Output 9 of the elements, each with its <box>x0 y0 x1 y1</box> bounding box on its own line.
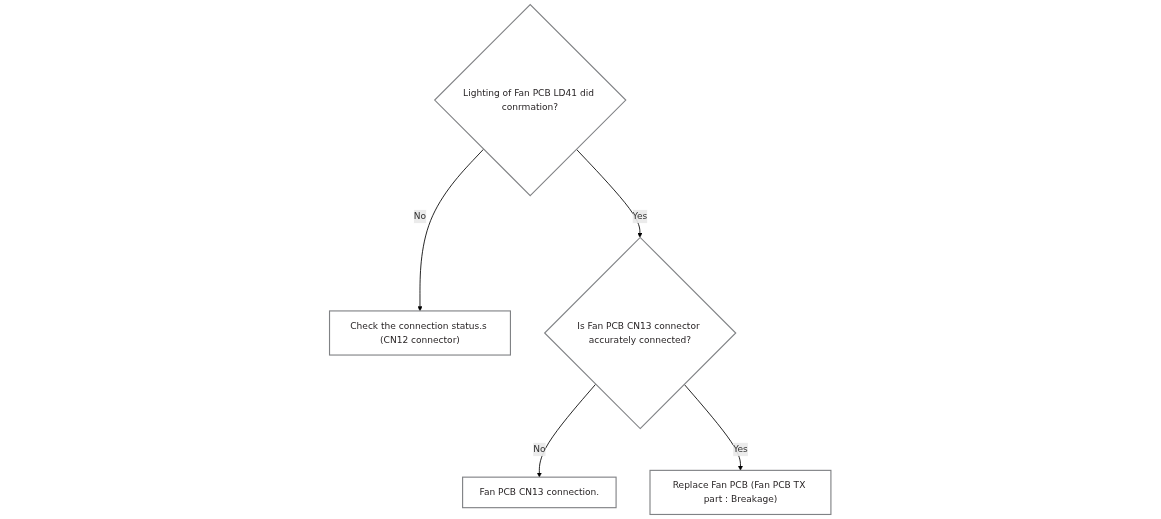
node-box: Replace Fan PCB (Fan PCB TX part : Breakage) <box>649 469 832 516</box>
node-diamond: Is Fan PCB CN13 connector accurately connected? <box>544 236 737 430</box>
edge-label: Yes <box>632 210 648 222</box>
node-box: Fan PCB CN13 connection. <box>462 476 617 509</box>
node-diamond: Lighting of Fan PCB LD41 did conrmation? <box>434 3 627 197</box>
edge-label: Yes <box>733 443 749 455</box>
edge-label: No <box>533 443 546 455</box>
edge-label: No <box>414 210 427 222</box>
node-box: Check the connection status.s (CN12 connector) <box>329 310 512 356</box>
